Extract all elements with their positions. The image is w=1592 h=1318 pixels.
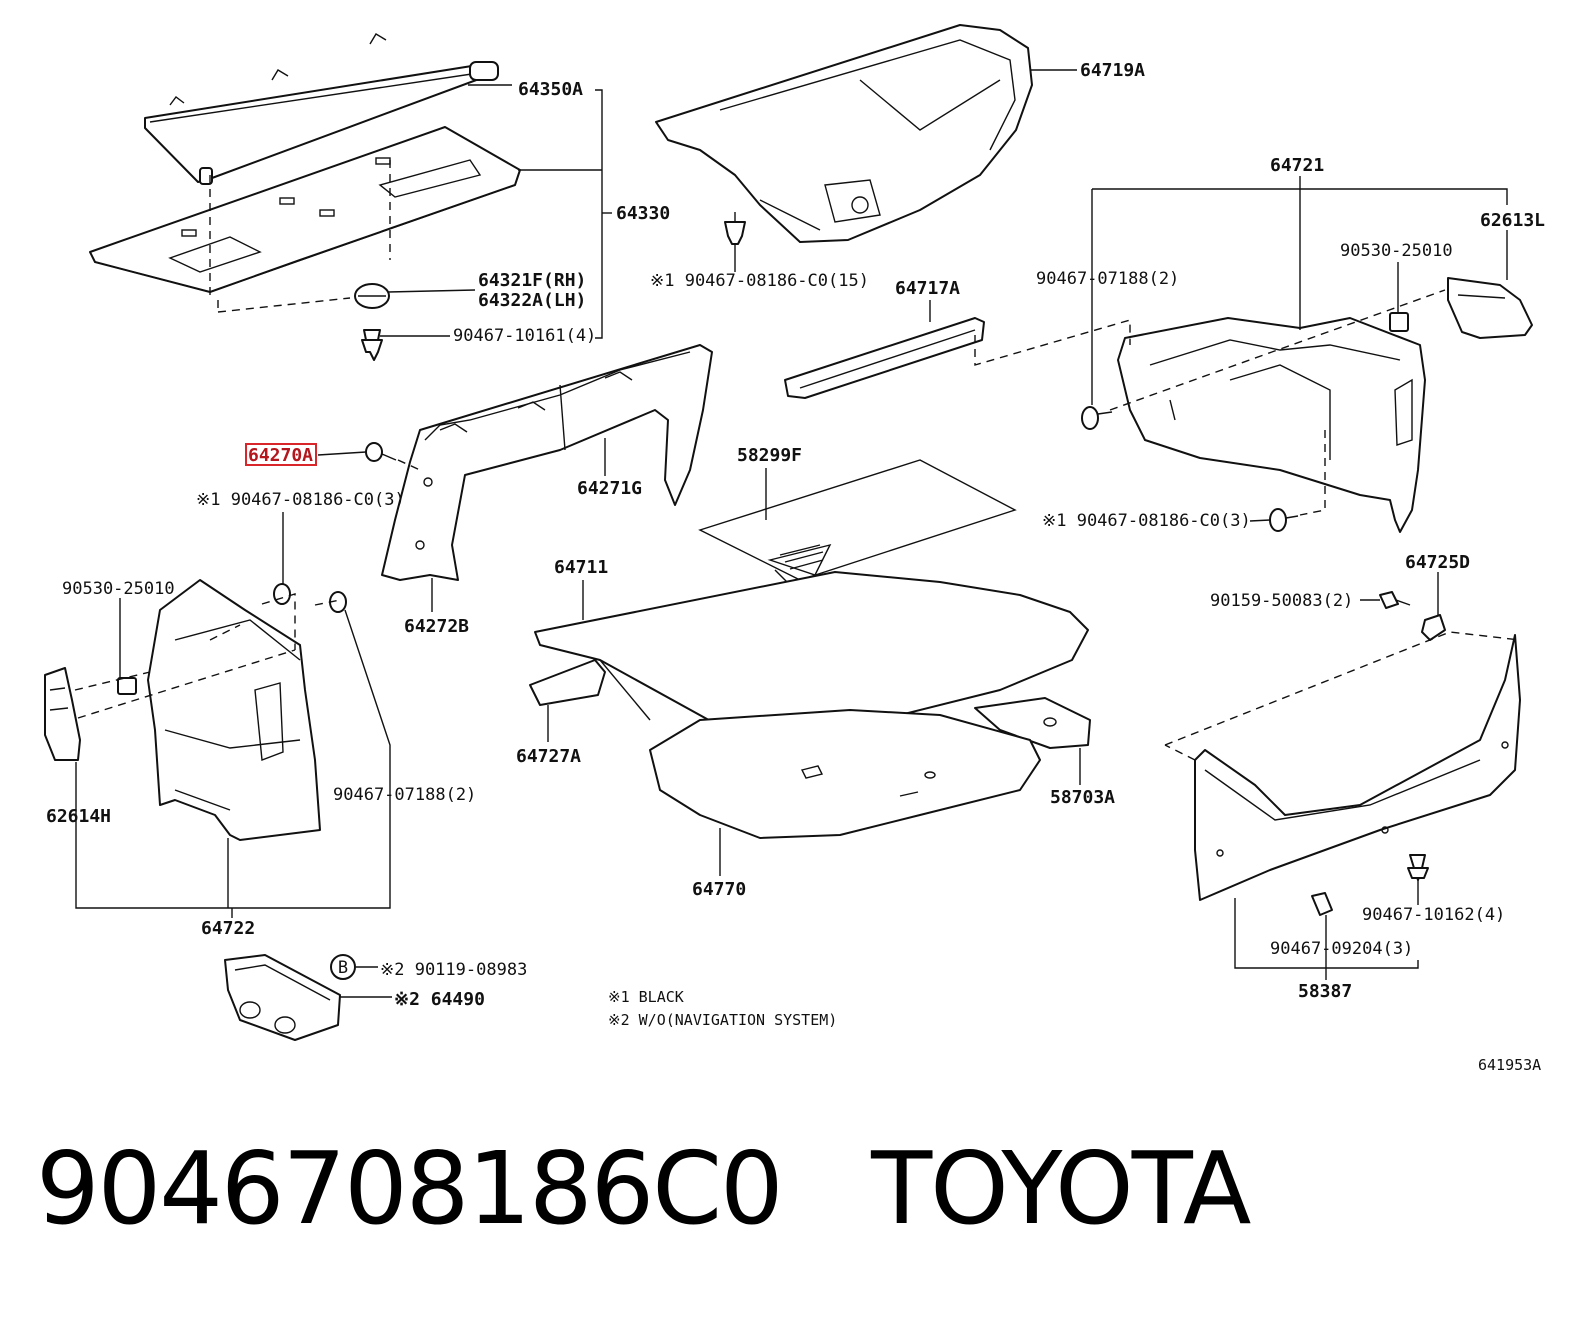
part-64490-tray (224, 954, 341, 1041)
callout-64722[interactable]: 64722 (201, 918, 255, 939)
callout-90467-09204[interactable]: 90467-09204(3) (1270, 939, 1413, 959)
note-2: ※2 W/O(NAVIGATION SYSTEM) (608, 1011, 837, 1029)
callout-64321F[interactable]: 64321F(RH) (478, 270, 586, 291)
brand-name: TOYOTA (871, 1130, 1251, 1247)
part-64321F-stopper (354, 283, 390, 309)
callout-64727A[interactable]: 64727A (516, 746, 581, 767)
b-marker: B (330, 954, 356, 980)
callout-90530-right[interactable]: 90530-25010 (1340, 241, 1453, 261)
guide-lines (74, 160, 1521, 761)
part-64717A-rail (784, 317, 985, 399)
callout-90467-08186-right[interactable]: ※1 90467-08186-C0(3) (1042, 511, 1251, 531)
callout-64322A[interactable]: 64322A(LH) (478, 290, 586, 311)
callout-64490[interactable]: ※2 64490 (394, 989, 485, 1010)
callout-90467-10162[interactable]: 90467-10162(4) (1362, 905, 1505, 925)
callout-90159[interactable]: 90159-50083(2) (1210, 591, 1353, 611)
callout-64717A[interactable]: 64717A (895, 278, 960, 299)
part-58703A-plate (974, 697, 1091, 749)
part-58387-front-trim (1194, 634, 1521, 901)
part-90467-10161-clip (361, 329, 383, 361)
b-marker-label: B (338, 958, 348, 978)
page-title: 9046708186C0 TOYOTA (36, 1130, 1251, 1247)
part-90530-clip-right (1389, 312, 1409, 332)
part-62614H-lh-bracket (44, 667, 81, 761)
part-64721-rh-trim (1117, 317, 1426, 533)
callout-90530-left[interactable]: 90530-25010 (62, 579, 175, 599)
callout-58387[interactable]: 58387 (1298, 981, 1352, 1002)
callout-90467-07188-right[interactable]: 90467-07188(2) (1036, 269, 1179, 289)
callout-64350A[interactable]: 64350A (518, 79, 583, 100)
callout-58703A[interactable]: 58703A (1050, 787, 1115, 808)
part-90467-08186-clip-right (1269, 508, 1299, 532)
part-64725D-hook (1421, 614, 1446, 641)
callout-90119[interactable]: ※2 90119-08983 (380, 960, 527, 980)
part-64350A-roller (144, 33, 499, 185)
part-64722-lh-lower-trim (147, 579, 321, 841)
part-64719A-trunk-lid-lining (655, 24, 1033, 243)
part-90467-10162-clip (1407, 854, 1429, 881)
callout-64721[interactable]: 64721 (1270, 155, 1324, 176)
callout-90467-08186-left[interactable]: ※1 90467-08186-C0(3) (196, 490, 405, 510)
part-90530-clip-left (117, 677, 137, 695)
part-64270A-clip (365, 442, 397, 462)
callout-64272B[interactable]: 64272B (404, 616, 469, 637)
callout-58299F[interactable]: 58299F (737, 445, 802, 466)
callout-64270A-highlight (245, 443, 317, 466)
part-90467-08186-clip-top (724, 212, 746, 245)
part-90467-08186-clip-left (273, 583, 291, 605)
callout-64711[interactable]: 64711 (554, 557, 608, 578)
callout-64770[interactable]: 64770 (692, 879, 746, 900)
part-64711-trunk-mat (534, 571, 1089, 749)
callout-64719A[interactable]: 64719A (1080, 60, 1145, 81)
callout-90467-07188-left[interactable]: 90467-07188(2) (333, 785, 476, 805)
callout-90467-10161[interactable]: 90467-10161(4) (453, 326, 596, 346)
part-64271G-lh-upper-trim (381, 344, 713, 581)
part-90467-09204-clip (1311, 892, 1333, 916)
part-64330-package-tray (89, 126, 521, 293)
part-90467-07188-clip-right (1081, 406, 1113, 430)
diagram-code: 641953A (1478, 1056, 1541, 1074)
callout-labels: 64350A 64330 64321F(RH) 64322A(LH) 90467… (46, 60, 1545, 1010)
callout-64270A[interactable]: 64270A (248, 445, 313, 466)
part-62613L-bracket (1447, 277, 1533, 339)
part-number: 9046708186C0 (36, 1130, 784, 1247)
part-90159-bolt (1379, 591, 1411, 609)
callout-90467-08186-top[interactable]: ※1 90467-08186-C0(15) (650, 271, 869, 291)
callout-62614H[interactable]: 62614H (46, 806, 111, 827)
part-64770-floor-mat (649, 709, 1041, 839)
leader-lines (75, 69, 1508, 998)
callout-64271G[interactable]: 64271G (577, 478, 642, 499)
title-spacer (782, 1130, 871, 1247)
callout-62613L[interactable]: 62613L (1480, 210, 1545, 231)
note-1: ※1 BLACK (608, 988, 684, 1006)
legend-notes: ※1 BLACK ※2 W/O(NAVIGATION SYSTEM) 64195… (608, 988, 1541, 1074)
callout-64330[interactable]: 64330 (616, 203, 670, 224)
callout-64725D[interactable]: 64725D (1405, 552, 1470, 573)
part-58299F-net (698, 459, 1017, 586)
part-64727A-cover (529, 659, 606, 706)
